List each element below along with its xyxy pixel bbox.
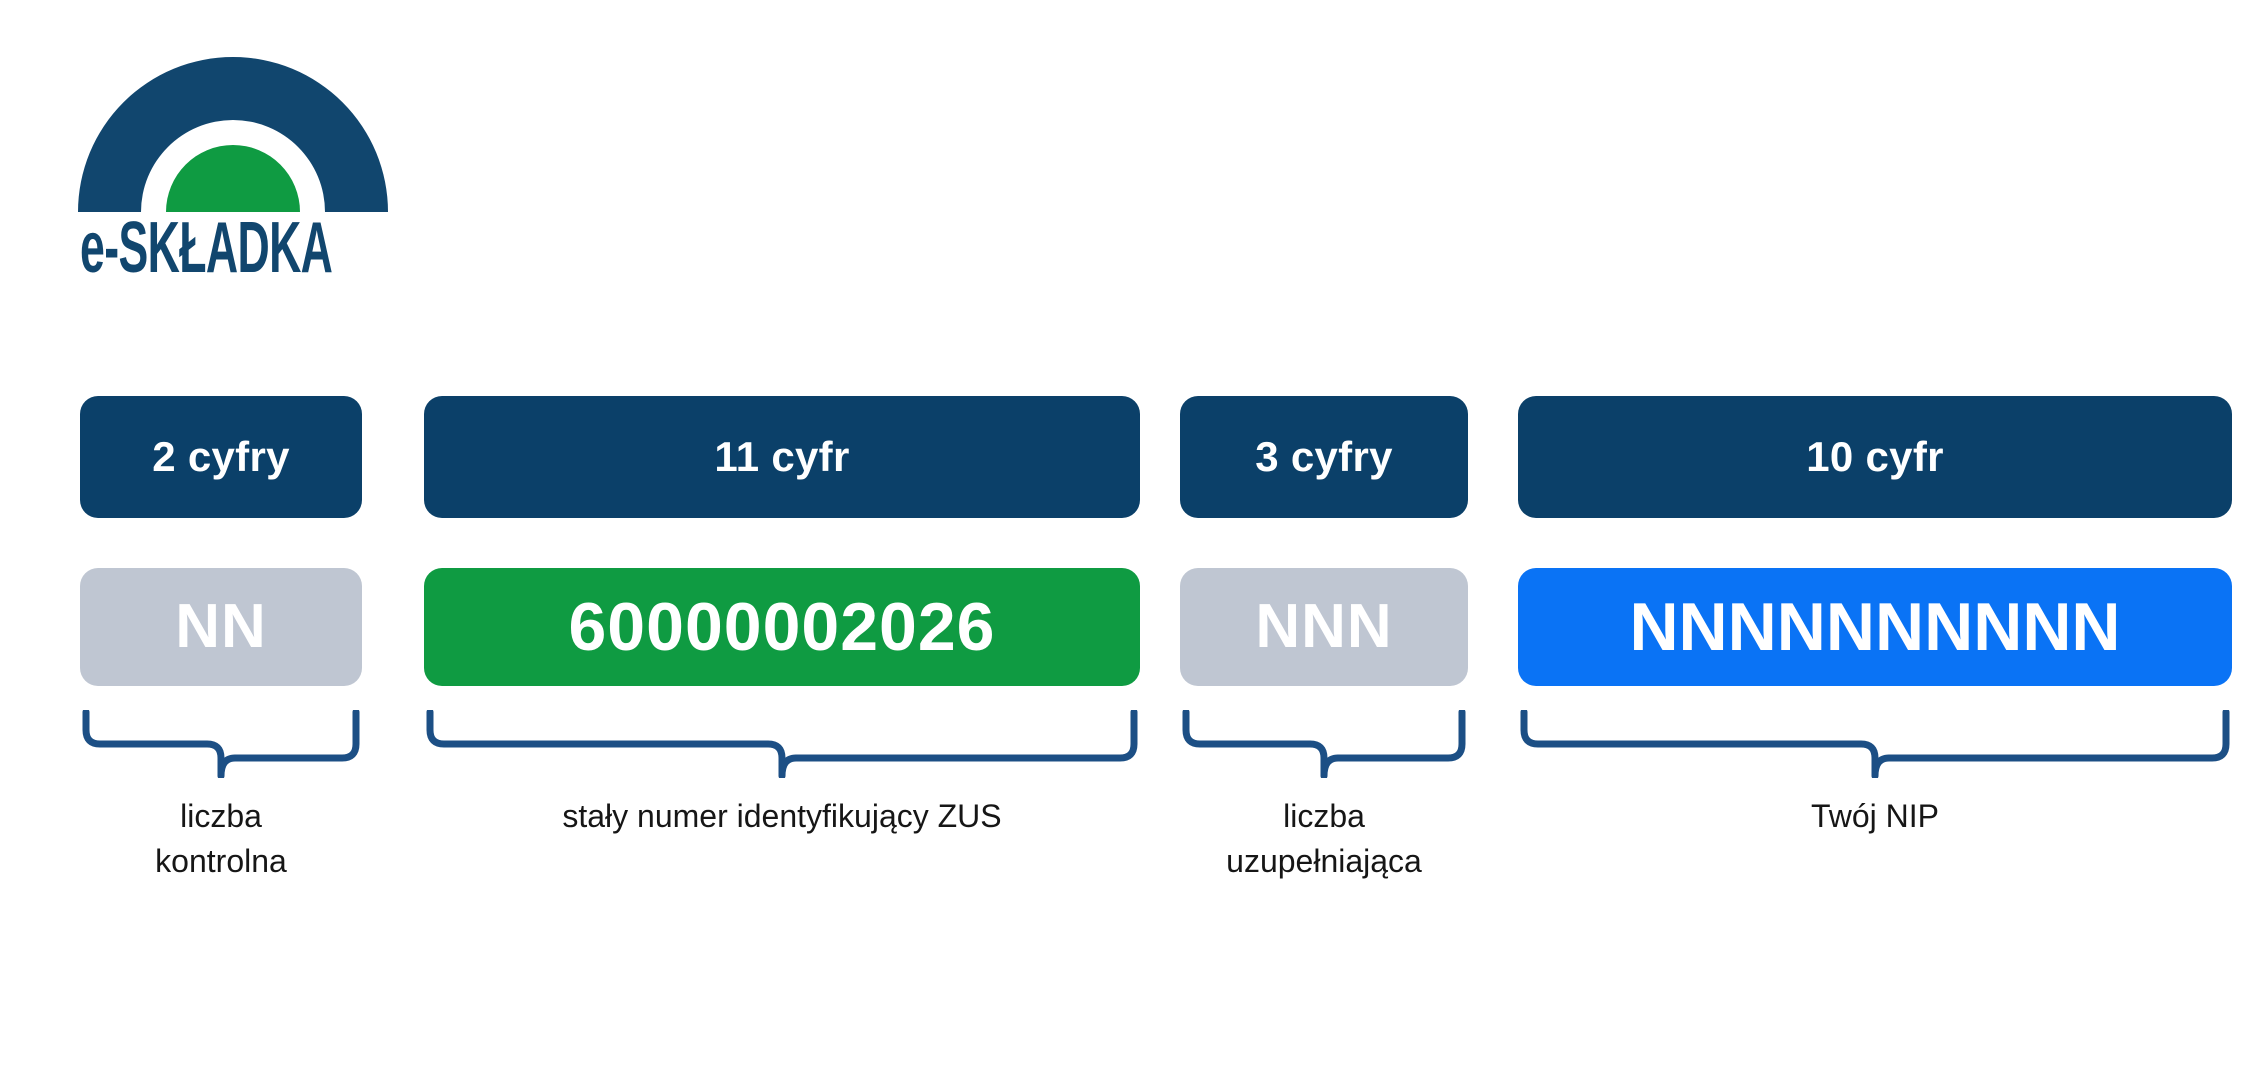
caption-line: kontrolna [155, 843, 287, 880]
segment-nip: 10 cyfr NNNNNNNNNN Twój NIP [1518, 396, 2232, 839]
caption-line: liczba [1283, 798, 1365, 834]
segment-control-number: 2 cyfry NN liczba kontrolna [80, 396, 362, 885]
logo-wordmark: e-SKŁADKA [80, 207, 400, 288]
digit-count-label: 10 cyfr [1806, 433, 1944, 480]
digit-count-badge: 2 cyfry [80, 396, 362, 518]
segment-caption: Twój NIP [1518, 794, 2232, 839]
brace-icon [80, 710, 362, 778]
segment-caption: liczba kontrolna [80, 794, 362, 885]
segment-caption: stały numer identyfikujący ZUS [424, 794, 1140, 839]
segment-caption: liczba uzupełniająca [1180, 794, 1468, 885]
digit-count-label: 3 cyfry [1255, 433, 1393, 480]
segment-value-text: NN [175, 592, 267, 661]
segment-value-box: NNNNNNNNNN [1518, 568, 2232, 686]
segment-value-text: 60000002026 [568, 589, 996, 665]
digit-count-badge: 11 cyfr [424, 396, 1140, 518]
segment-value-text: NNN [1255, 592, 1393, 661]
brace-icon [424, 710, 1140, 778]
e-skladka-logo: e-SKŁADKA [78, 52, 398, 292]
brace-icon [1518, 710, 2232, 778]
segment-value-box: NN [80, 568, 362, 686]
logo-wordmark-text: e-SKŁADKA [80, 210, 332, 284]
caption-line: Twój NIP [1810, 798, 1940, 834]
segment-value-text: NNNNNNNNNN [1629, 589, 2121, 665]
caption-line: stały numer identyfikujący ZUS [562, 798, 1002, 834]
digit-count-badge: 10 cyfr [1518, 396, 2232, 518]
brace-icon [1180, 710, 1468, 778]
caption-line: uzupełniająca [1226, 843, 1422, 880]
segment-value-box: NNN [1180, 568, 1468, 686]
digit-count-label: 2 cyfry [152, 433, 290, 480]
digit-count-label: 11 cyfr [714, 433, 850, 480]
digit-count-badge: 3 cyfry [1180, 396, 1468, 518]
caption-line: liczba [180, 798, 262, 834]
segment-value-box: 60000002026 [424, 568, 1140, 686]
segment-supplementary-number: 3 cyfry NNN liczba uzupełniająca [1180, 396, 1468, 885]
logo-arc-icon [78, 52, 388, 212]
segment-zus-identifier: 11 cyfr 60000002026 stały numer identyfi… [424, 396, 1140, 839]
